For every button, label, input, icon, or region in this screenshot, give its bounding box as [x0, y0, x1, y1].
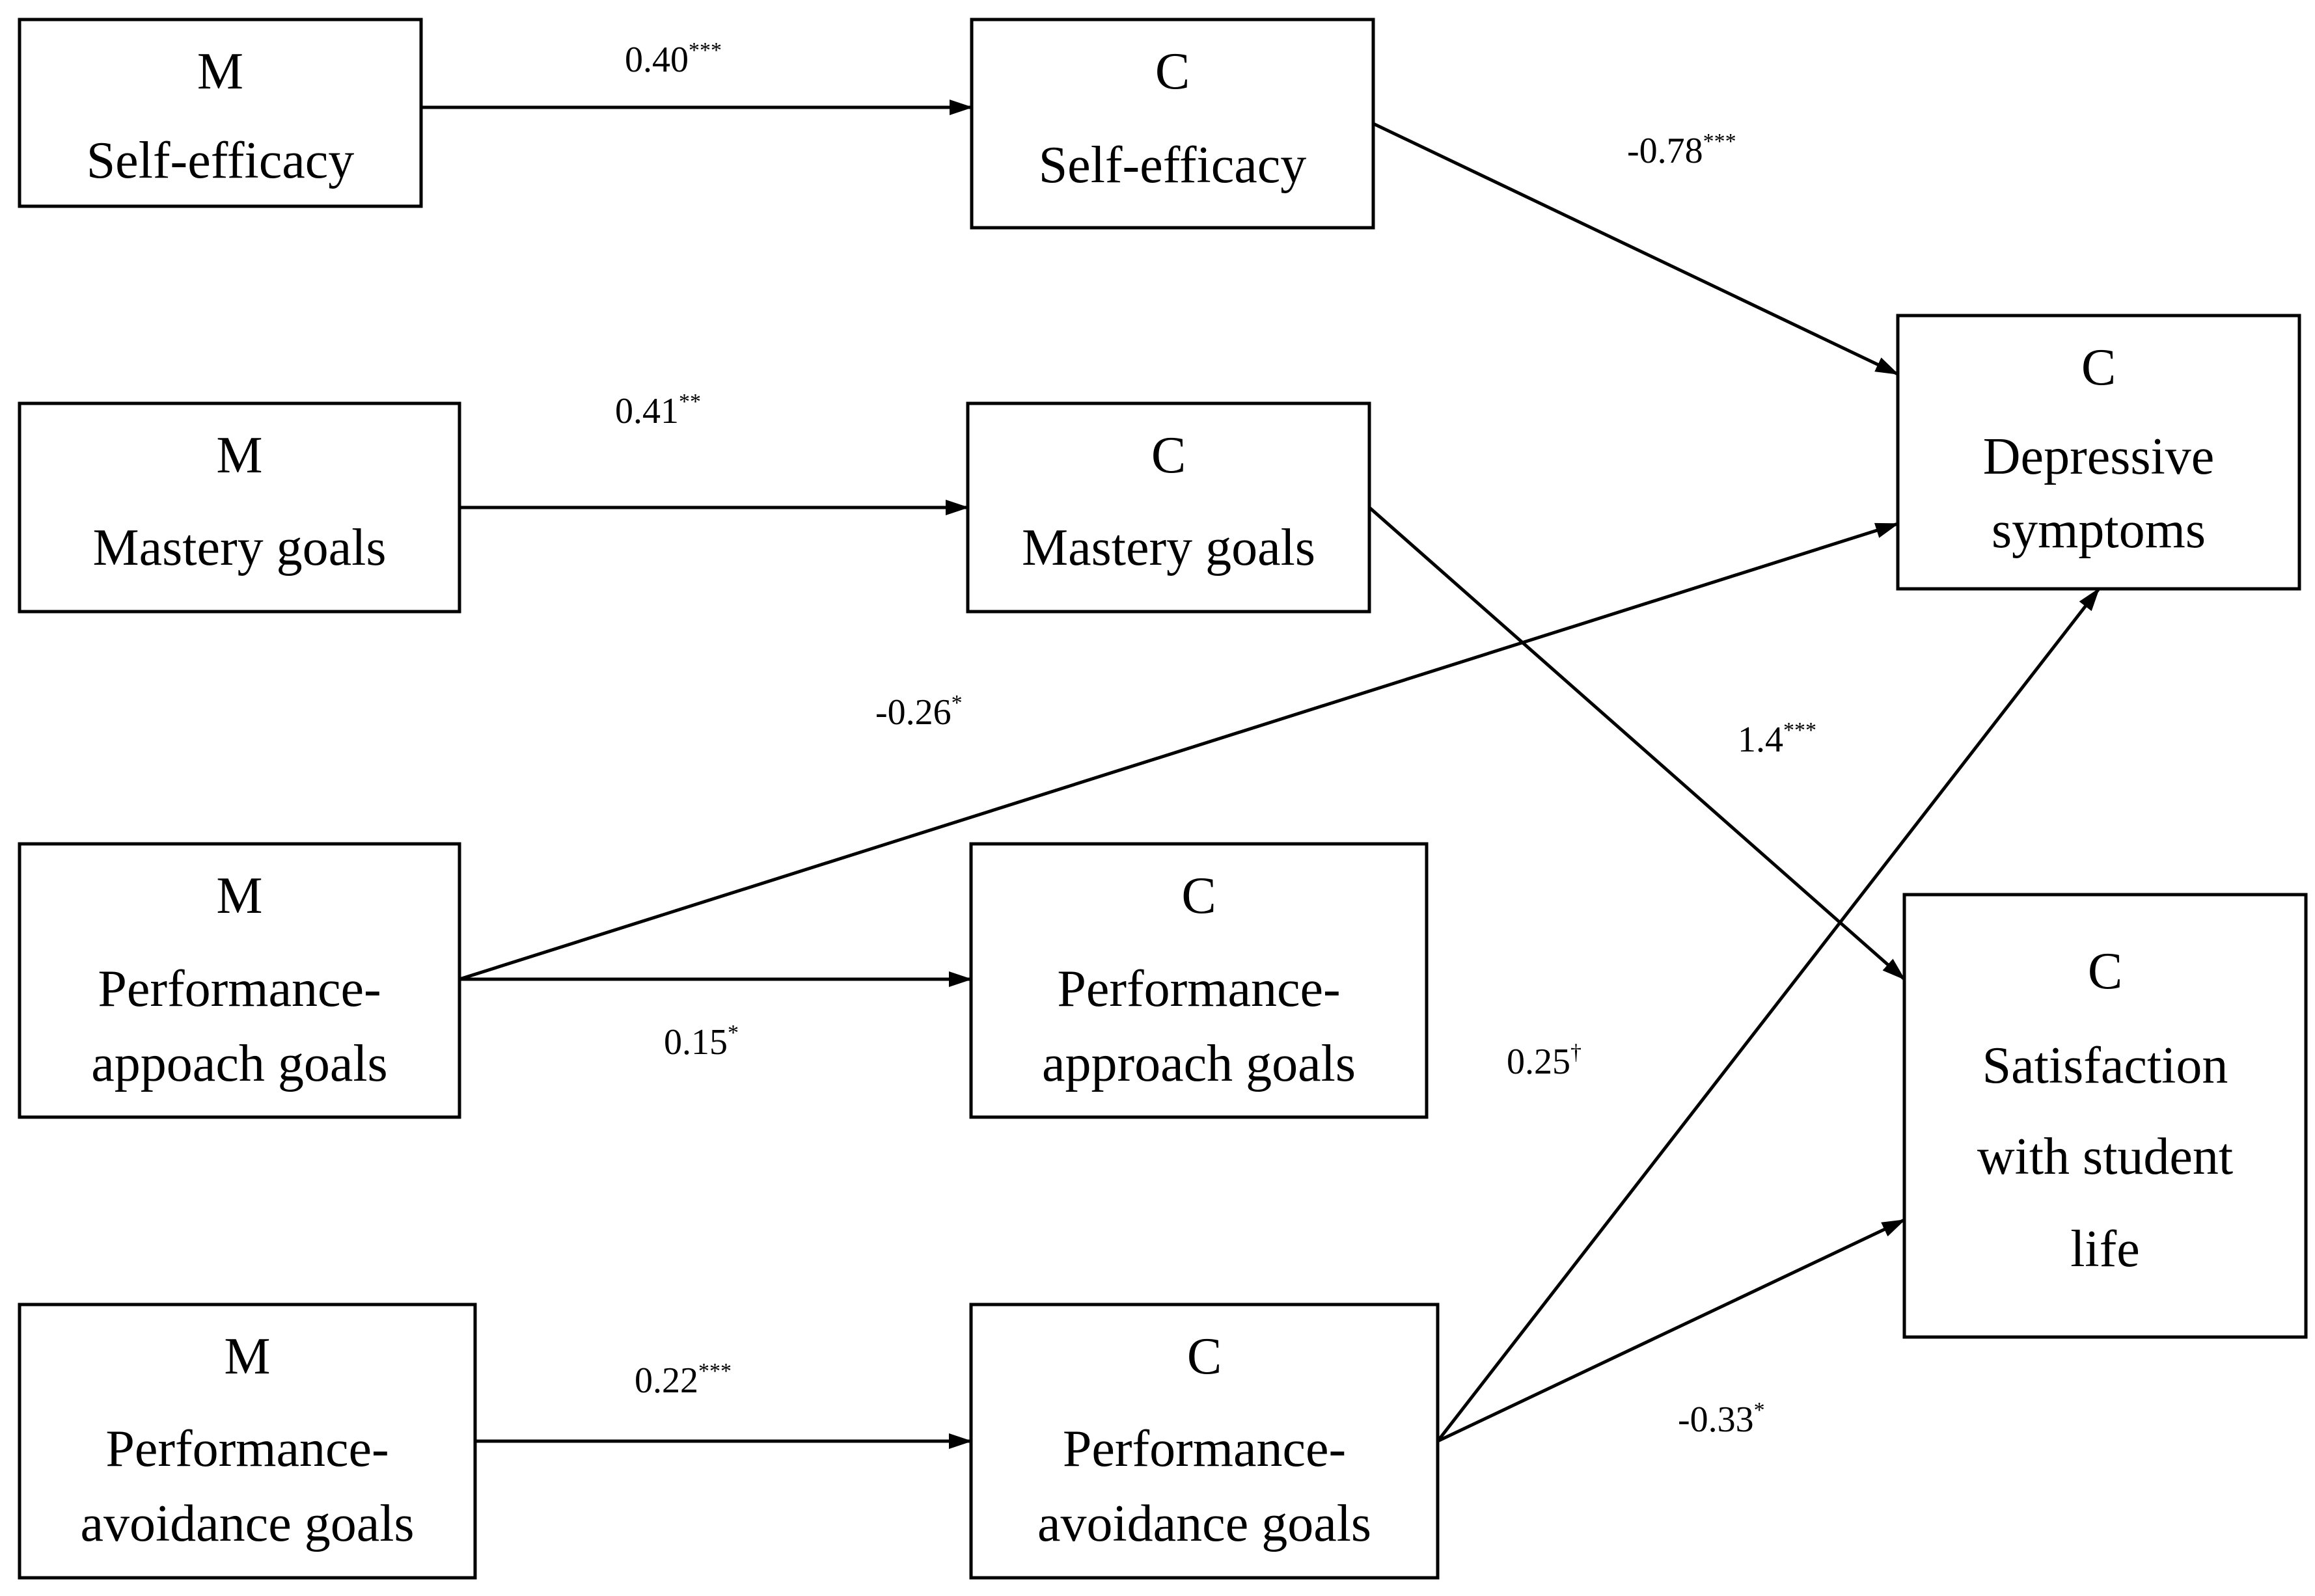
significance-marker: *** [1703, 129, 1736, 154]
node-box [1896, 314, 2301, 591]
edges-layer [421, 100, 2100, 1449]
node-c-performance-approach-goals: C Performance-approach goals [969, 842, 1429, 1119]
node-timepoint-label: C [2088, 943, 2122, 1000]
node-box [18, 842, 461, 1119]
node-m-self-efficacy: M Self-efficacy [18, 18, 423, 208]
node-c-satisfaction-student-life: C Satisfaction with student life [1902, 893, 2308, 1339]
node-c-depressive-symptoms: C Depressive symptoms [1896, 314, 2301, 591]
node-timepoint-label: M [216, 427, 262, 484]
significance-marker: * [1754, 1398, 1765, 1422]
node-m-performance-approach-goals: M Performance-appoach goals [18, 842, 461, 1119]
coefficient-value: 0.25 [1507, 1042, 1570, 1082]
node-label-line: life [2070, 1221, 2140, 1278]
node-label-line: avoidance goals [80, 1495, 414, 1552]
node-timepoint-label: C [1187, 1328, 1222, 1385]
node-label-line: Self-efficacy [1039, 137, 1307, 194]
coefficient-label: 1.4*** [1738, 718, 1816, 760]
coefficient-label: 0.15* [664, 1021, 739, 1062]
node-box [18, 18, 423, 208]
significance-marker: *** [698, 1359, 732, 1383]
node-c-mastery-goals: C Mastery goals [966, 401, 1371, 614]
node-timepoint-label: M [224, 1328, 270, 1385]
node-label-line: appoach goals [91, 1035, 387, 1092]
coefficient-value: 0.15 [664, 1022, 728, 1062]
node-label-line: with student [1977, 1128, 2233, 1185]
arrow-m-performance-approach-goals-to-c-depressive-symptoms [459, 522, 1899, 981]
node-m-mastery-goals: M Mastery goals [18, 401, 461, 614]
coefficient-label: 0.22*** [635, 1359, 732, 1401]
significance-marker: *** [689, 38, 722, 62]
arrow-c-mastery-goals-to-c-satisfaction-student-life [1368, 506, 1906, 981]
node-c-performance-avoidance-goals: C Performance-avoidance goals [969, 1303, 1440, 1580]
coefficient-value: -0.26 [875, 692, 952, 733]
node-m-performance-avoidance-goals: M Performance-avoidance goals [18, 1303, 477, 1580]
node-box [18, 1303, 477, 1580]
node-timepoint-label: C [1181, 867, 1216, 925]
node-box [970, 18, 1375, 230]
node-timepoint-label: M [197, 43, 243, 100]
labels-layer: 0.40***-0.78***0.41**1.4***-0.26*0.15*0.… [615, 38, 1816, 1440]
node-box [966, 401, 1371, 614]
coefficient-label: 0.25† [1507, 1040, 1582, 1082]
coefficient-value: 0.40 [625, 40, 689, 80]
coefficient-value: 0.22 [635, 1360, 698, 1401]
coefficient-value: -0.33 [1678, 1400, 1754, 1440]
node-box [969, 1303, 1440, 1580]
node-c-self-efficacy: C Self-efficacy [970, 18, 1375, 230]
coefficient-label: 0.40*** [625, 38, 722, 80]
node-label-line: Mastery goals [1022, 519, 1315, 576]
coefficient-label: -0.78*** [1627, 129, 1736, 171]
node-timepoint-label: C [1155, 43, 1190, 100]
node-box [969, 842, 1429, 1119]
arrow-c-performance-avoidance-goals-to-c-satisfaction-student-life [1436, 1218, 1906, 1443]
node-timepoint-label: C [1151, 427, 1186, 484]
coefficient-value: 1.4 [1738, 720, 1783, 760]
coefficient-value: -0.78 [1627, 131, 1703, 171]
coefficient-value: 0.41 [615, 391, 679, 431]
coefficient-label: -0.26* [875, 691, 963, 733]
significance-marker: * [952, 691, 963, 715]
node-label-line: Performance- [105, 1420, 389, 1478]
node-timepoint-label: M [216, 867, 262, 925]
significance-marker: * [728, 1021, 739, 1045]
node-label-line: Satisfaction [1982, 1037, 2228, 1094]
node-label-line: Self-efficacy [87, 132, 355, 189]
node-label-line: Performance- [1057, 960, 1340, 1018]
node-label-line: Performance- [98, 960, 381, 1018]
node-box [18, 401, 461, 614]
node-box [1902, 893, 2308, 1339]
coefficient-label: 0.41** [615, 390, 701, 431]
node-timepoint-label: C [2081, 339, 2116, 396]
node-label-line: approach goals [1042, 1035, 1356, 1092]
coefficient-label: -0.33* [1678, 1398, 1765, 1440]
significance-marker: ** [679, 390, 701, 414]
significance-marker: † [1570, 1040, 1582, 1064]
node-label-line: avoidance goals [1037, 1495, 1371, 1552]
node-label-line: symptoms [1992, 502, 2206, 559]
node-label-line: Depressive [1983, 428, 2214, 485]
arrow-c-performance-avoidance-goals-to-c-depressive-symptoms [1436, 588, 2100, 1442]
node-label-line: Performance- [1063, 1420, 1346, 1478]
significance-marker: *** [1783, 718, 1816, 742]
arrow-c-self-efficacy-to-c-depressive-symptoms [1372, 122, 1899, 376]
node-label-line: Mastery goals [92, 519, 386, 576]
